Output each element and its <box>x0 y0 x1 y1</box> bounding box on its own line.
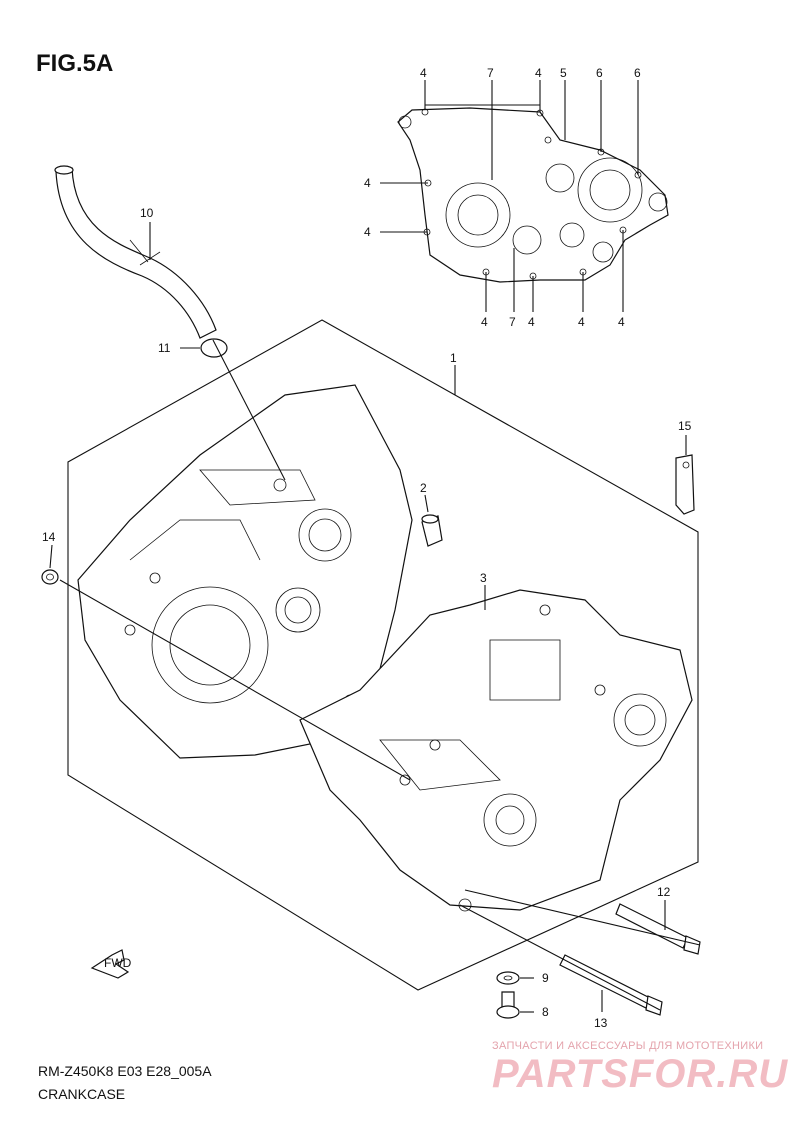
assembly-boundary <box>67 319 699 991</box>
callout-4d: 4 <box>364 225 371 239</box>
callout-4a: 4 <box>420 66 427 80</box>
washer[interactable] <box>496 971 520 985</box>
dowel-pin[interactable] <box>421 514 443 547</box>
callout-4g: 4 <box>578 315 585 329</box>
callout-3: 3 <box>480 571 487 585</box>
callout-4e: 4 <box>481 315 488 329</box>
callout-11: 11 <box>158 341 171 355</box>
figure-caption: CRANKCASE <box>38 1086 126 1102</box>
forward-direction-arrow: FWD <box>90 949 132 979</box>
callout-13: 13 <box>594 1016 608 1030</box>
callout-15: 15 <box>678 419 692 433</box>
callout-6b: 6 <box>634 66 641 80</box>
fwd-label: FWD <box>104 956 132 970</box>
callout-4h: 4 <box>618 315 625 329</box>
callout-6a: 6 <box>596 66 603 80</box>
callout-9: 9 <box>542 971 549 985</box>
callout-8: 8 <box>542 1005 549 1019</box>
callout-4b: 4 <box>535 66 542 80</box>
crankcase-bolt-inset[interactable] <box>397 107 669 283</box>
callout-5a: 5 <box>560 66 567 80</box>
callout-4c: 4 <box>364 176 371 190</box>
callout-12: 12 <box>657 885 671 899</box>
figure-title: FIG.5A <box>36 50 114 77</box>
watermark-tagline: ЗАПЧАСТИ И АКСЕССУАРЫ ДЛЯ МОТОТЕХНИКИ <box>492 1040 764 1052</box>
sealing-nut[interactable] <box>41 569 59 585</box>
left-crankcase-half[interactable] <box>77 384 413 759</box>
callout-7a: 7 <box>487 66 494 80</box>
hose-clamp[interactable] <box>200 338 228 358</box>
callout-labels: 1 2 3 4 4 4 4 4 4 4 4 5 6 6 7 7 8 9 10 1… <box>42 66 692 1030</box>
callout-2: 2 <box>420 481 427 495</box>
leader-lines <box>49 80 701 1013</box>
callout-1: 1 <box>450 351 457 365</box>
right-crankcase-half[interactable] <box>299 589 693 912</box>
long-bolt-13[interactable] <box>559 954 663 1016</box>
callout-4f: 4 <box>528 315 535 329</box>
callout-7b: 7 <box>509 315 516 329</box>
watermark-logo: PARTSFOR.RU <box>492 1052 789 1096</box>
flange-bolt[interactable] <box>496 991 520 1019</box>
callout-14: 14 <box>42 530 56 544</box>
callout-10: 10 <box>140 206 154 220</box>
long-bolt-12[interactable] <box>615 903 701 955</box>
figure-code: RM-Z450K8 E03 E28_005A <box>38 1063 212 1079</box>
cable-clamp[interactable] <box>675 454 695 515</box>
breather-hose[interactable] <box>54 165 217 339</box>
